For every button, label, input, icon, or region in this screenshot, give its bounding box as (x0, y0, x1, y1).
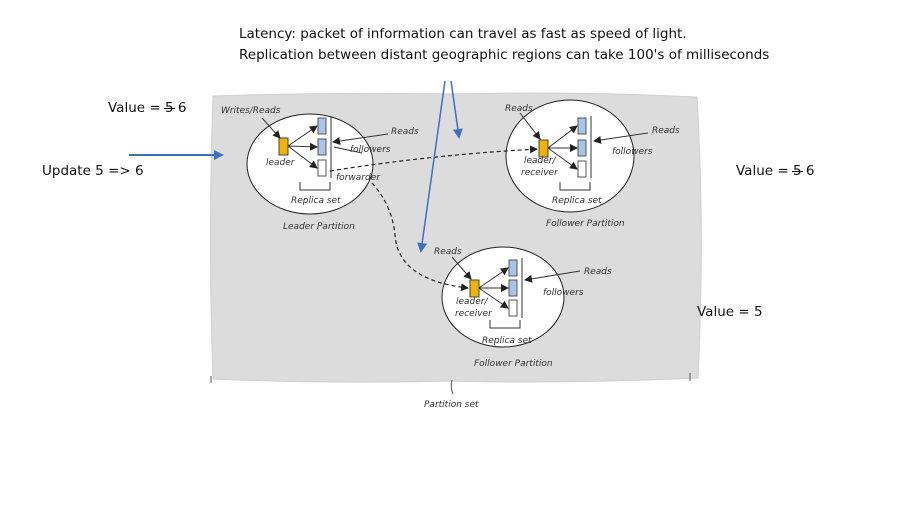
follower-top-replica-set-label: Replica set (552, 196, 602, 206)
latency-note-line-2: Replication between distant geographic r… (239, 47, 770, 63)
follower-partition-bottom: Reads Reads leader/ receiver followers R… (434, 246, 612, 369)
follower-bottom-replica-ellipse (441, 246, 565, 348)
follower-top-replica-ellipse (505, 99, 635, 213)
follower-bottom-leader-receiver-label-2: receiver (455, 309, 493, 319)
follower-top-value-new: 6 (805, 163, 815, 179)
follower-top-reads-side-label: Reads (652, 126, 680, 136)
replication-link-top (329, 145, 538, 172)
leader-node (278, 137, 289, 156)
leader-value: Value = 5 6 (108, 100, 186, 116)
forwarder-node (317, 159, 327, 177)
follower-top-leader-receiver-label-2: receiver (521, 168, 559, 178)
follower-node-1 (317, 117, 327, 135)
follower-top-node-2 (577, 139, 587, 157)
follower-top-value-old: 5 (792, 163, 803, 179)
latency-note-line-1: Latency: packet of information can trave… (239, 26, 687, 42)
forwarder-label: forwarder (336, 173, 381, 183)
follower-bottom-partition-label: Follower Partition (474, 359, 553, 369)
leader-writes-reads-label: Writes/Reads (221, 106, 281, 116)
leader-value-prefix: Value = (108, 100, 165, 116)
follower-bottom-leader-receiver-label-1: leader/ (456, 297, 489, 307)
receiver-node-bottom (469, 279, 480, 298)
leader-replica-set-label: Replica set (291, 196, 341, 206)
follower-top-reads-top-label: Reads (505, 104, 533, 114)
update-note: Update 5 => 6 (42, 163, 144, 179)
follower-bottom-node-1 (508, 259, 518, 277)
follower-partition-top: Reads Reads leader/ receiver followers R… (505, 99, 680, 229)
follower-bottom-node-2 (508, 279, 518, 297)
follower-top-value-prefix: Value = (736, 163, 793, 179)
leader-label: leader (266, 158, 296, 168)
partition-set-pointer (450, 379, 454, 395)
follower-top-followers-label: followers (612, 147, 653, 157)
follower-bottom-reads-top-label: Reads (434, 247, 462, 257)
leader-reads-label: Reads (391, 127, 419, 137)
leader-partition-label: Leader Partition (283, 222, 355, 232)
latency-arrow-bottom (417, 80, 446, 253)
follower-top-value: Value = 5 6 (736, 163, 814, 179)
partition-set-label: Partition set (424, 400, 479, 410)
follower-bottom-reads-side-label: Reads (584, 267, 612, 277)
follower-node-2 (317, 138, 327, 156)
receiver-node-top (538, 139, 549, 158)
follower-bottom-value: Value = 5 (697, 304, 763, 320)
leader-partition: Writes/Reads Reads leader followers forw… (221, 106, 419, 232)
follower-bottom-node-3 (508, 299, 518, 317)
follower-top-leader-receiver-label-1: leader/ (524, 156, 557, 166)
follower-top-node-3 (577, 160, 587, 178)
leader-value-new: 6 (177, 100, 187, 116)
follower-bottom-followers-label: followers (543, 288, 584, 298)
leader-followers-label: followers (350, 145, 391, 155)
leader-value-old: 5 (164, 100, 175, 116)
follower-top-partition-label: Follower Partition (546, 219, 625, 229)
latency-arrow-top (450, 80, 463, 139)
follower-bottom-replica-set-label: Replica set (482, 336, 532, 346)
follower-top-node-1 (577, 117, 587, 135)
